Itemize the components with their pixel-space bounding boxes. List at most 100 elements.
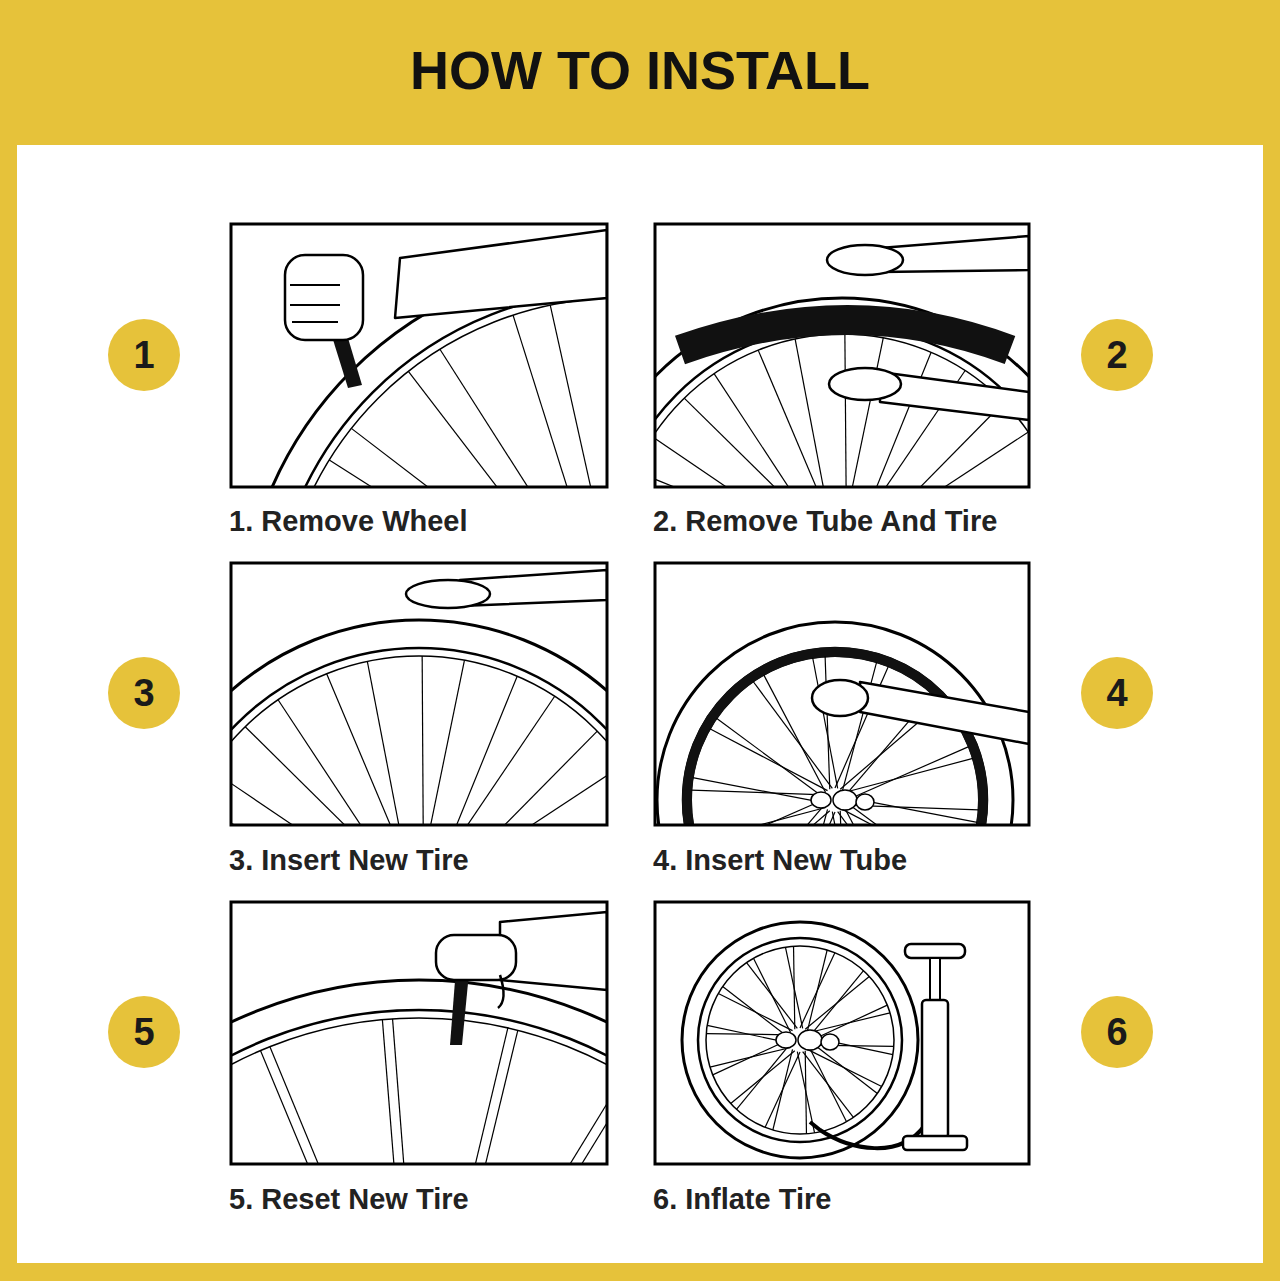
spoke (367, 661, 412, 825)
step-caption: 5. Reset New Tire (229, 1182, 469, 1216)
step-number-circle: 3 (108, 657, 180, 729)
page-title: HOW TO INSTALL (0, 40, 1280, 100)
step-illustration (655, 902, 1029, 1164)
arm (880, 236, 1029, 272)
hand (812, 680, 868, 716)
spoke (844, 758, 972, 792)
spoke (327, 674, 419, 825)
step-caption: 2. Remove Tube And Tire (653, 504, 997, 538)
step-number-circle: 6 (1081, 996, 1153, 1068)
spoke (832, 812, 857, 825)
spoke (245, 727, 414, 825)
spoke (421, 696, 554, 825)
rim (231, 1018, 607, 1164)
tire-outer (655, 298, 1029, 487)
step-number: 4 (1106, 673, 1127, 713)
fingers (290, 285, 340, 322)
spoke (426, 764, 607, 825)
spoke (849, 432, 1029, 487)
step-caption: 1. Remove Wheel (229, 504, 468, 538)
spoke (847, 747, 969, 800)
hub (833, 790, 857, 810)
spoke (736, 1045, 789, 1109)
arm (395, 230, 607, 318)
panel-border (231, 563, 607, 825)
spoke (655, 437, 830, 487)
pump-body (922, 1000, 948, 1138)
step-number-circle: 5 (108, 996, 180, 1068)
spoke (417, 1028, 508, 1164)
spoke (550, 305, 607, 487)
spoke (422, 656, 423, 825)
spoke (729, 811, 830, 825)
panel-border (655, 563, 1029, 825)
tire-inner (683, 648, 987, 825)
thumb (498, 975, 504, 1008)
panel-border (655, 224, 1029, 487)
step-number-circle: 2 (1081, 319, 1153, 391)
pump-handle (905, 944, 965, 958)
pump-shaft (930, 958, 940, 1002)
spoke (797, 1052, 814, 1133)
panel-ground (655, 902, 1029, 1164)
spoke (701, 800, 823, 825)
spoke (807, 1049, 881, 1086)
spoke (825, 656, 830, 789)
white-panel (17, 145, 1263, 1263)
spoke (844, 807, 906, 825)
step-caption: 6. Inflate Tire (653, 1182, 831, 1216)
spoke (718, 993, 792, 1030)
spoke (842, 809, 960, 825)
hub (776, 1032, 796, 1048)
tire-outer (231, 620, 607, 825)
panel-border (655, 902, 1029, 1164)
step-number: 1 (133, 335, 154, 375)
step-illustration (231, 902, 607, 1164)
spoke (803, 1052, 854, 1118)
spoke (417, 660, 465, 825)
spoke (795, 339, 835, 487)
spoke (693, 778, 824, 803)
step-number: 6 (1106, 1012, 1127, 1052)
rim (231, 656, 607, 825)
arm (860, 682, 1029, 744)
spoke (260, 1051, 410, 1164)
step-number-circle: 1 (108, 319, 180, 391)
hand (406, 580, 490, 608)
spoke (713, 1040, 788, 1075)
fist (285, 255, 363, 340)
tire-inner (698, 938, 902, 1142)
spoke (845, 334, 847, 487)
panel-border (231, 224, 607, 487)
spoke (655, 471, 834, 487)
spoke (738, 805, 824, 825)
spoke (231, 1111, 415, 1164)
rim (691, 656, 979, 825)
spoke (714, 374, 832, 487)
spoke (747, 963, 798, 1029)
spoke (785, 947, 802, 1028)
hub (798, 1030, 822, 1050)
hand (827, 245, 903, 275)
step-illustration (655, 563, 1029, 825)
arm (880, 372, 1029, 420)
hand (829, 368, 901, 400)
tube (687, 652, 983, 825)
spoke (513, 315, 607, 487)
step-illustration (231, 224, 607, 487)
hub (811, 792, 831, 808)
spoke (710, 729, 828, 791)
tire-outer (231, 980, 607, 1164)
spoke (691, 790, 824, 795)
fist (436, 935, 516, 980)
spoke (278, 700, 409, 825)
spoke (838, 812, 917, 825)
spoke (351, 428, 607, 487)
spoke (231, 1118, 408, 1164)
hub (821, 1034, 839, 1050)
spoke (427, 676, 517, 825)
spoke (393, 1019, 423, 1164)
pump-base (903, 1136, 967, 1150)
rim (655, 334, 1029, 487)
